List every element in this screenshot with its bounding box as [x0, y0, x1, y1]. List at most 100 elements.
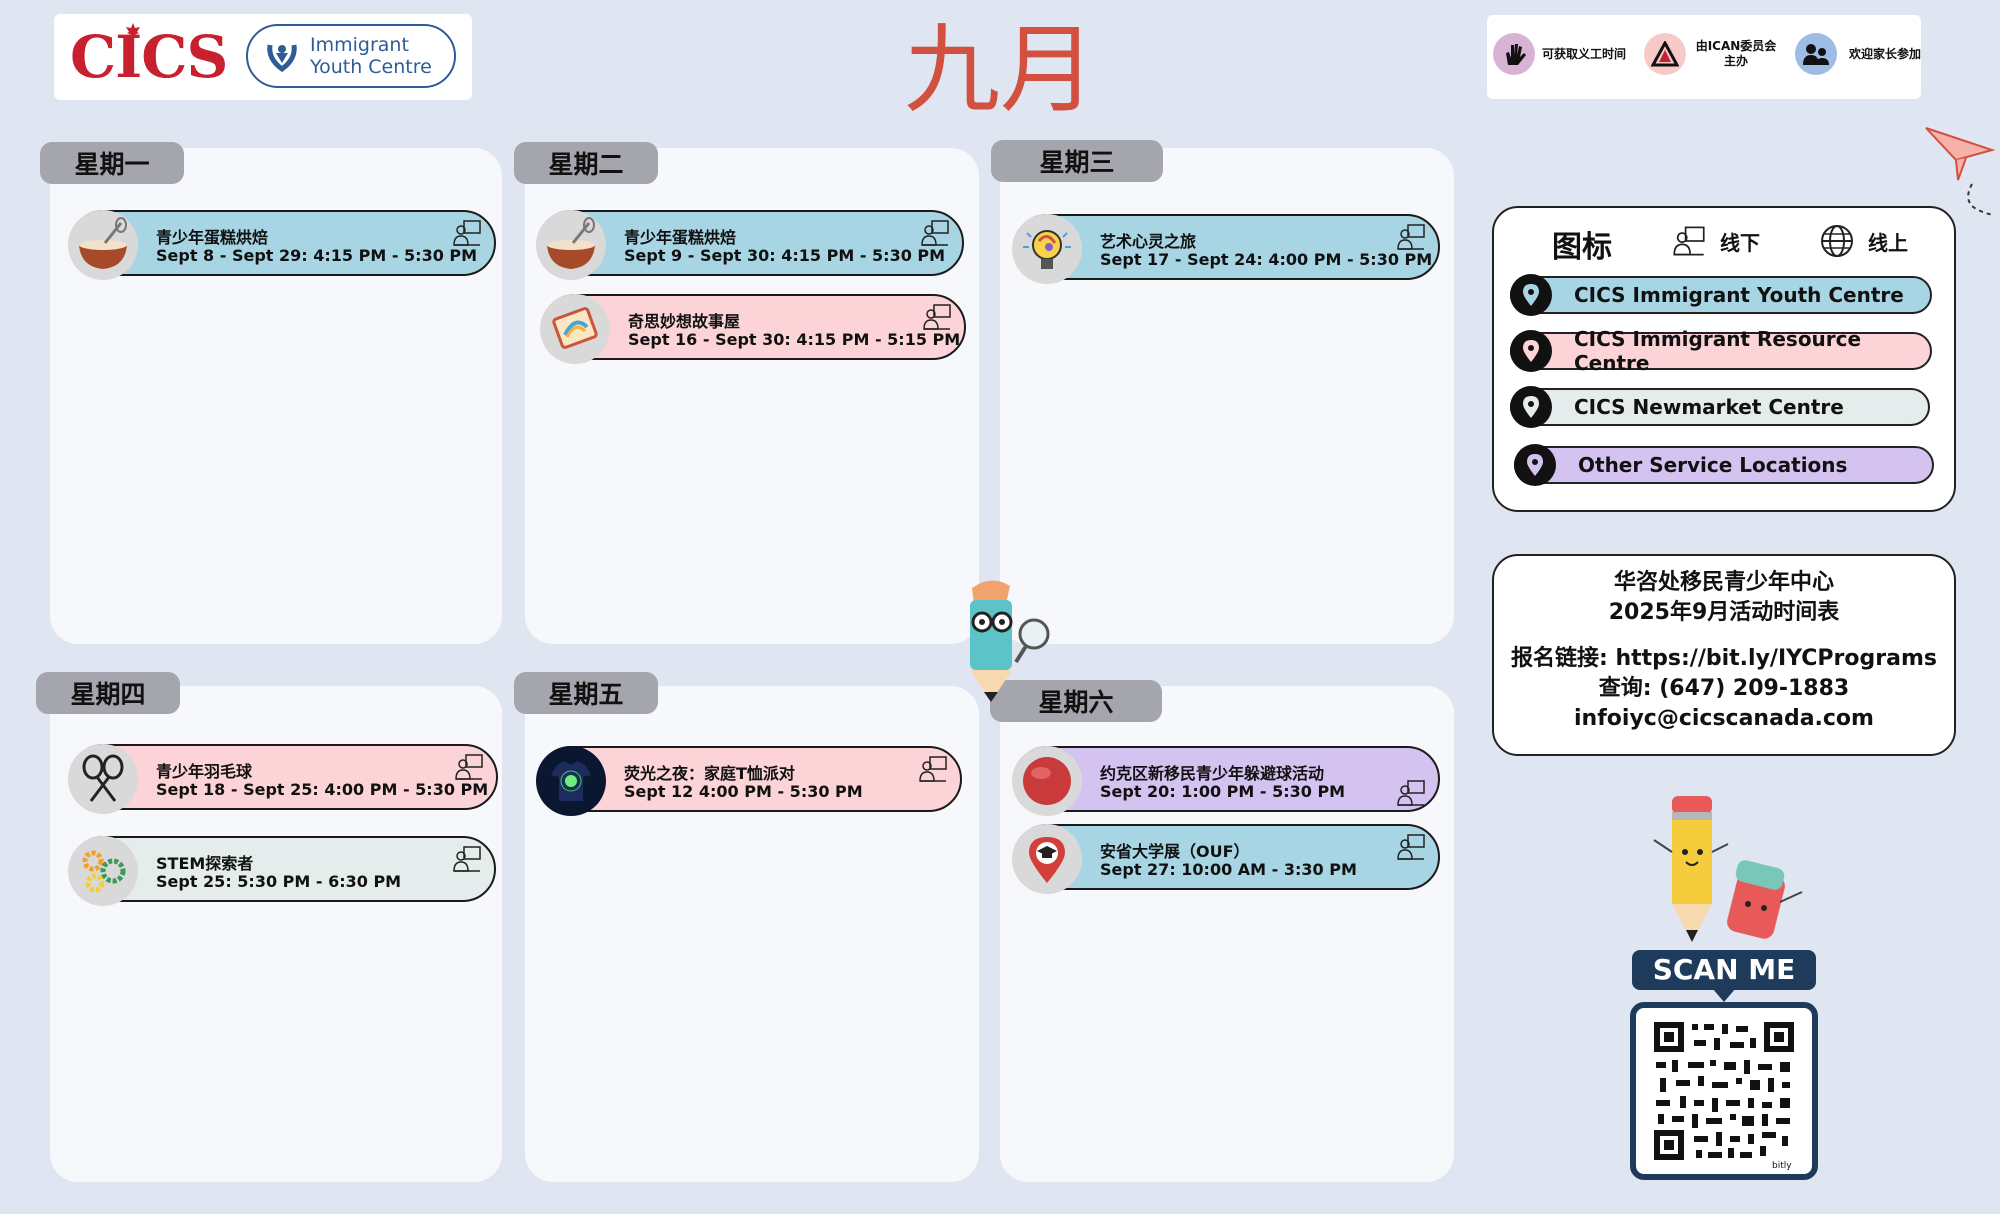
info-panel: 华咨处移民青少年中心 2025年9月活动时间表 报名链接: https://bi…	[1492, 554, 1956, 756]
pencil-mascot-icon	[970, 580, 1050, 702]
event-time: Sept 20: 1:00 PM - 5:30 PM	[1100, 782, 1346, 801]
info-phone[interactable]: 查询: (647) 209-1883	[1598, 676, 1850, 701]
logo-box: CICS Immigrant Youth Centre	[54, 14, 472, 100]
mixing-bowl-icon	[536, 210, 606, 280]
family-icon	[1795, 33, 1837, 75]
cics-logo: CICS	[70, 22, 230, 92]
day-tab-thursday: 星期四	[36, 672, 180, 714]
event-fri-glow-party[interactable]: 荧光之夜：家庭T恤派对 Sept 12 4:00 PM - 5:30 PM	[536, 746, 962, 816]
day-tab-wednesday: 星期三	[991, 140, 1163, 182]
event-thu-badminton[interactable]: 青少年羽毛球 Sept 18 - Sept 25: 4:00 PM - 5:30…	[68, 744, 498, 814]
event-thu-stem[interactable]: STEM探索者 Sept 25: 5:30 PM - 6:30 PM	[68, 836, 496, 906]
key-ican-label: 由ICAN委员会主办	[1695, 39, 1777, 68]
day-tab-tuesday: 星期二	[514, 142, 658, 184]
key-volunteer-label: 可获取义工时间	[1541, 46, 1626, 61]
in-person-icon	[1397, 780, 1425, 806]
legend-location-irc: CICS Immigrant Resource Centre	[1510, 327, 1932, 375]
in-person-icon	[453, 220, 481, 246]
ican-logo-icon	[1644, 33, 1686, 75]
event-title: 艺术心灵之旅	[1100, 232, 1197, 251]
event-title: 荧光之夜：家庭T恤派对	[624, 764, 795, 783]
globe-icon	[1821, 225, 1853, 257]
event-sat-dodgeball[interactable]: 约克区新移民青少年躲避球活动 Sept 20: 1:00 PM - 5:30 P…	[1012, 746, 1440, 816]
event-time: Sept 9 - Sept 30: 4:15 PM - 5:30 PM	[624, 246, 946, 265]
event-time: Sept 17 - Sept 24: 4:00 PM - 5:30 PM	[1100, 250, 1433, 269]
day-tab-saturday: 星期六	[990, 680, 1162, 722]
in-person-icon	[923, 304, 951, 330]
gears-icon	[68, 836, 138, 906]
event-tue-baking[interactable]: 青少年蛋糕烘焙 Sept 9 - Sept 30: 4:15 PM - 5:30…	[536, 210, 964, 280]
legend-online-label: 线上	[1868, 230, 1908, 255]
iyc-heart-icon	[267, 44, 297, 73]
legend-location-iyc: CICS Immigrant Youth Centre	[1510, 274, 1932, 316]
event-time: Sept 12 4:00 PM - 5:30 PM	[624, 782, 863, 801]
paper-plane-icon	[1925, 127, 1996, 216]
key-volunteer-hours: 可获取义工时间	[1493, 33, 1627, 75]
day-tab-monday: 星期一	[40, 142, 184, 184]
lightbulb-art-icon	[1012, 214, 1082, 284]
pencil-eraser-mascot-icon	[1653, 796, 1803, 942]
iyc-logo-line2: Youth Centre	[310, 56, 432, 78]
legend-panel: 图标 线下 线上 CICS Immigrant Youth Centre CIC…	[1492, 206, 1956, 512]
event-sat-ouf[interactable]: 安省大学展（OUF） Sept 27: 10:00 AM - 3:30 PM	[1012, 824, 1440, 894]
location-pin-icon	[1510, 274, 1552, 316]
iyc-logo: Immigrant Youth Centre	[246, 24, 456, 88]
location-pin-icon	[1510, 386, 1552, 428]
graduation-pin-icon	[1012, 824, 1082, 894]
event-time: Sept 16 - Sept 30: 4:15 PM - 5:15 PM	[628, 330, 961, 349]
icon-key-bar: 可获取义工时间 由ICAN委员会主办 欢迎家长参加	[1487, 15, 1921, 99]
key-parents: 欢迎家长参加	[1795, 33, 1927, 75]
badminton-icon	[68, 744, 138, 814]
event-title: 青少年羽毛球	[156, 762, 253, 781]
qr-brand: bitly	[1772, 1161, 1792, 1171]
in-person-icon	[1397, 224, 1425, 250]
event-tue-storytime[interactable]: 奇思妙想故事屋 Sept 16 - Sept 30: 4:15 PM - 5:1…	[540, 294, 966, 364]
in-person-icon	[921, 220, 949, 246]
legend-location-label: CICS Immigrant Resource Centre	[1574, 327, 1862, 375]
raised-hand-icon	[1493, 33, 1535, 75]
info-register-link[interactable]: 报名链接: https://bit.ly/IYCPrograms	[1511, 646, 1937, 671]
in-person-icon	[453, 846, 481, 872]
cics-logo-text: CICS	[70, 23, 228, 91]
key-parents-label: 欢迎家长参加	[1848, 46, 1921, 61]
key-ican: 由ICAN委员会主办	[1644, 33, 1780, 75]
event-time: Sept 8 - Sept 29: 4:15 PM - 5:30 PM	[156, 246, 478, 265]
event-title: STEM探索者	[156, 854, 254, 873]
storybook-icon	[540, 294, 610, 364]
event-time: Sept 25: 5:30 PM - 6:30 PM	[156, 872, 402, 891]
event-title: 青少年蛋糕烘焙	[156, 228, 269, 247]
legend-offline: 线下	[1672, 224, 1760, 258]
info-email[interactable]: infoiyc@cicscanada.com	[1574, 706, 1874, 731]
month-title: 九月	[904, 14, 1096, 126]
legend-title: 图标	[1552, 230, 1612, 265]
legend-location-label: CICS Newmarket Centre	[1574, 395, 1844, 419]
event-title: 约克区新移民青少年躲避球活动	[1100, 764, 1325, 783]
speech-pointer-icon	[1712, 988, 1736, 1002]
dodgeball-icon	[1012, 746, 1082, 816]
iyc-logo-line1: Immigrant	[310, 34, 409, 56]
event-title: 奇思妙想故事屋	[628, 312, 741, 331]
event-time: Sept 18 - Sept 25: 4:00 PM - 5:30 PM	[156, 780, 489, 799]
legend-online: 线上	[1820, 224, 1908, 258]
in-person-icon	[1397, 834, 1425, 860]
location-pin-icon	[1510, 330, 1552, 372]
legend-offline-label: 线下	[1720, 230, 1760, 255]
info-centre-name: 华咨处移民青少年中心	[1613, 570, 1834, 595]
legend-location-label: CICS Immigrant Youth Centre	[1574, 283, 1904, 307]
location-pin-icon	[1514, 444, 1556, 486]
scan-me-label: SCAN ME	[1632, 950, 1816, 990]
legend-location-other: Other Service Locations	[1514, 444, 1934, 486]
legend-location-label: Other Service Locations	[1578, 453, 1848, 477]
legend-location-newmarket: CICS Newmarket Centre	[1510, 386, 1930, 428]
mixing-bowl-icon	[68, 210, 138, 280]
event-mon-baking[interactable]: 青少年蛋糕烘焙 Sept 8 - Sept 29: 4:15 PM - 5:30…	[68, 210, 496, 280]
event-title: 青少年蛋糕烘焙	[624, 228, 737, 247]
event-time: Sept 27: 10:00 AM - 3:30 PM	[1100, 860, 1357, 879]
event-wed-art[interactable]: 艺术心灵之旅 Sept 17 - Sept 24: 4:00 PM - 5:30…	[1012, 214, 1440, 284]
maple-leaf-icon	[126, 23, 140, 39]
glow-tshirt-icon	[536, 746, 606, 816]
info-schedule-title: 2025年9月活动时间表	[1608, 600, 1840, 625]
qr-code[interactable]: bitly	[1630, 1002, 1818, 1180]
in-person-icon	[455, 754, 483, 780]
event-title: 安省大学展（OUF）	[1100, 842, 1250, 861]
